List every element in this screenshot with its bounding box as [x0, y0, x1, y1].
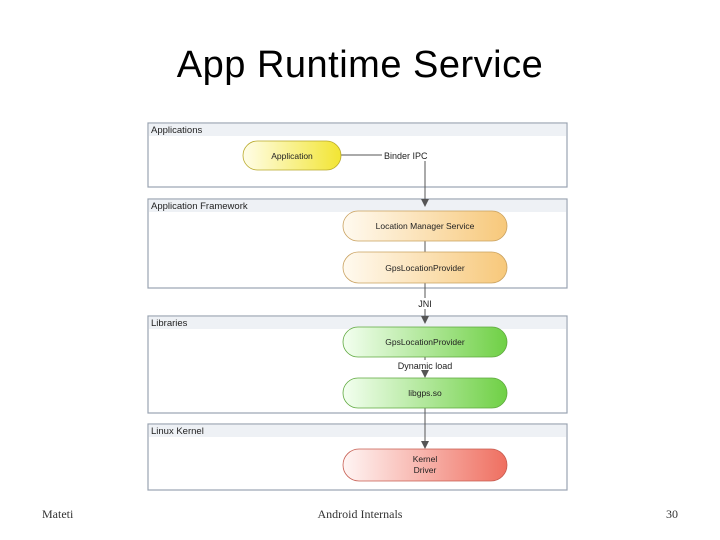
node-kernel-driver: Kernel Driver	[342, 448, 508, 482]
layer-label-applications: Applications	[151, 125, 202, 136]
footer-author: Mateti	[42, 507, 74, 521]
node-label-application: Application	[271, 151, 313, 161]
node-label-lms: Location Manager Service	[376, 221, 475, 231]
layer-label-framework: Application Framework	[151, 201, 248, 212]
node-label-provider-java: GpsLocationProvider	[385, 263, 465, 273]
node-label-libgps: libgps.so	[408, 388, 442, 398]
node-label-driver: Driver	[414, 465, 437, 475]
edge-label-jni: JNI	[418, 299, 432, 309]
node-application: Application	[242, 140, 342, 171]
slide-title: App Runtime Service	[176, 44, 544, 86]
node-libgps: libgps.so	[342, 377, 508, 409]
node-gps-location-provider-native: GpsLocationProvider	[342, 326, 508, 358]
footer-page-number: 30	[666, 507, 678, 521]
edge-label-dynamic-load: Dynamic load	[398, 361, 453, 371]
edge-label-binder-ipc: Binder IPC	[384, 151, 428, 161]
edges	[341, 154, 429, 449]
footer-course: Android Internals	[317, 507, 403, 521]
node-location-manager-service: Location Manager Service	[342, 210, 508, 242]
node-label-kernel: Kernel	[413, 454, 438, 464]
node-gps-location-provider-java: GpsLocationProvider	[342, 251, 508, 284]
layer-label-kernel: Linux Kernel	[151, 426, 204, 437]
layer-label-libraries: Libraries	[151, 318, 188, 329]
node-label-provider-native: GpsLocationProvider	[385, 337, 465, 347]
